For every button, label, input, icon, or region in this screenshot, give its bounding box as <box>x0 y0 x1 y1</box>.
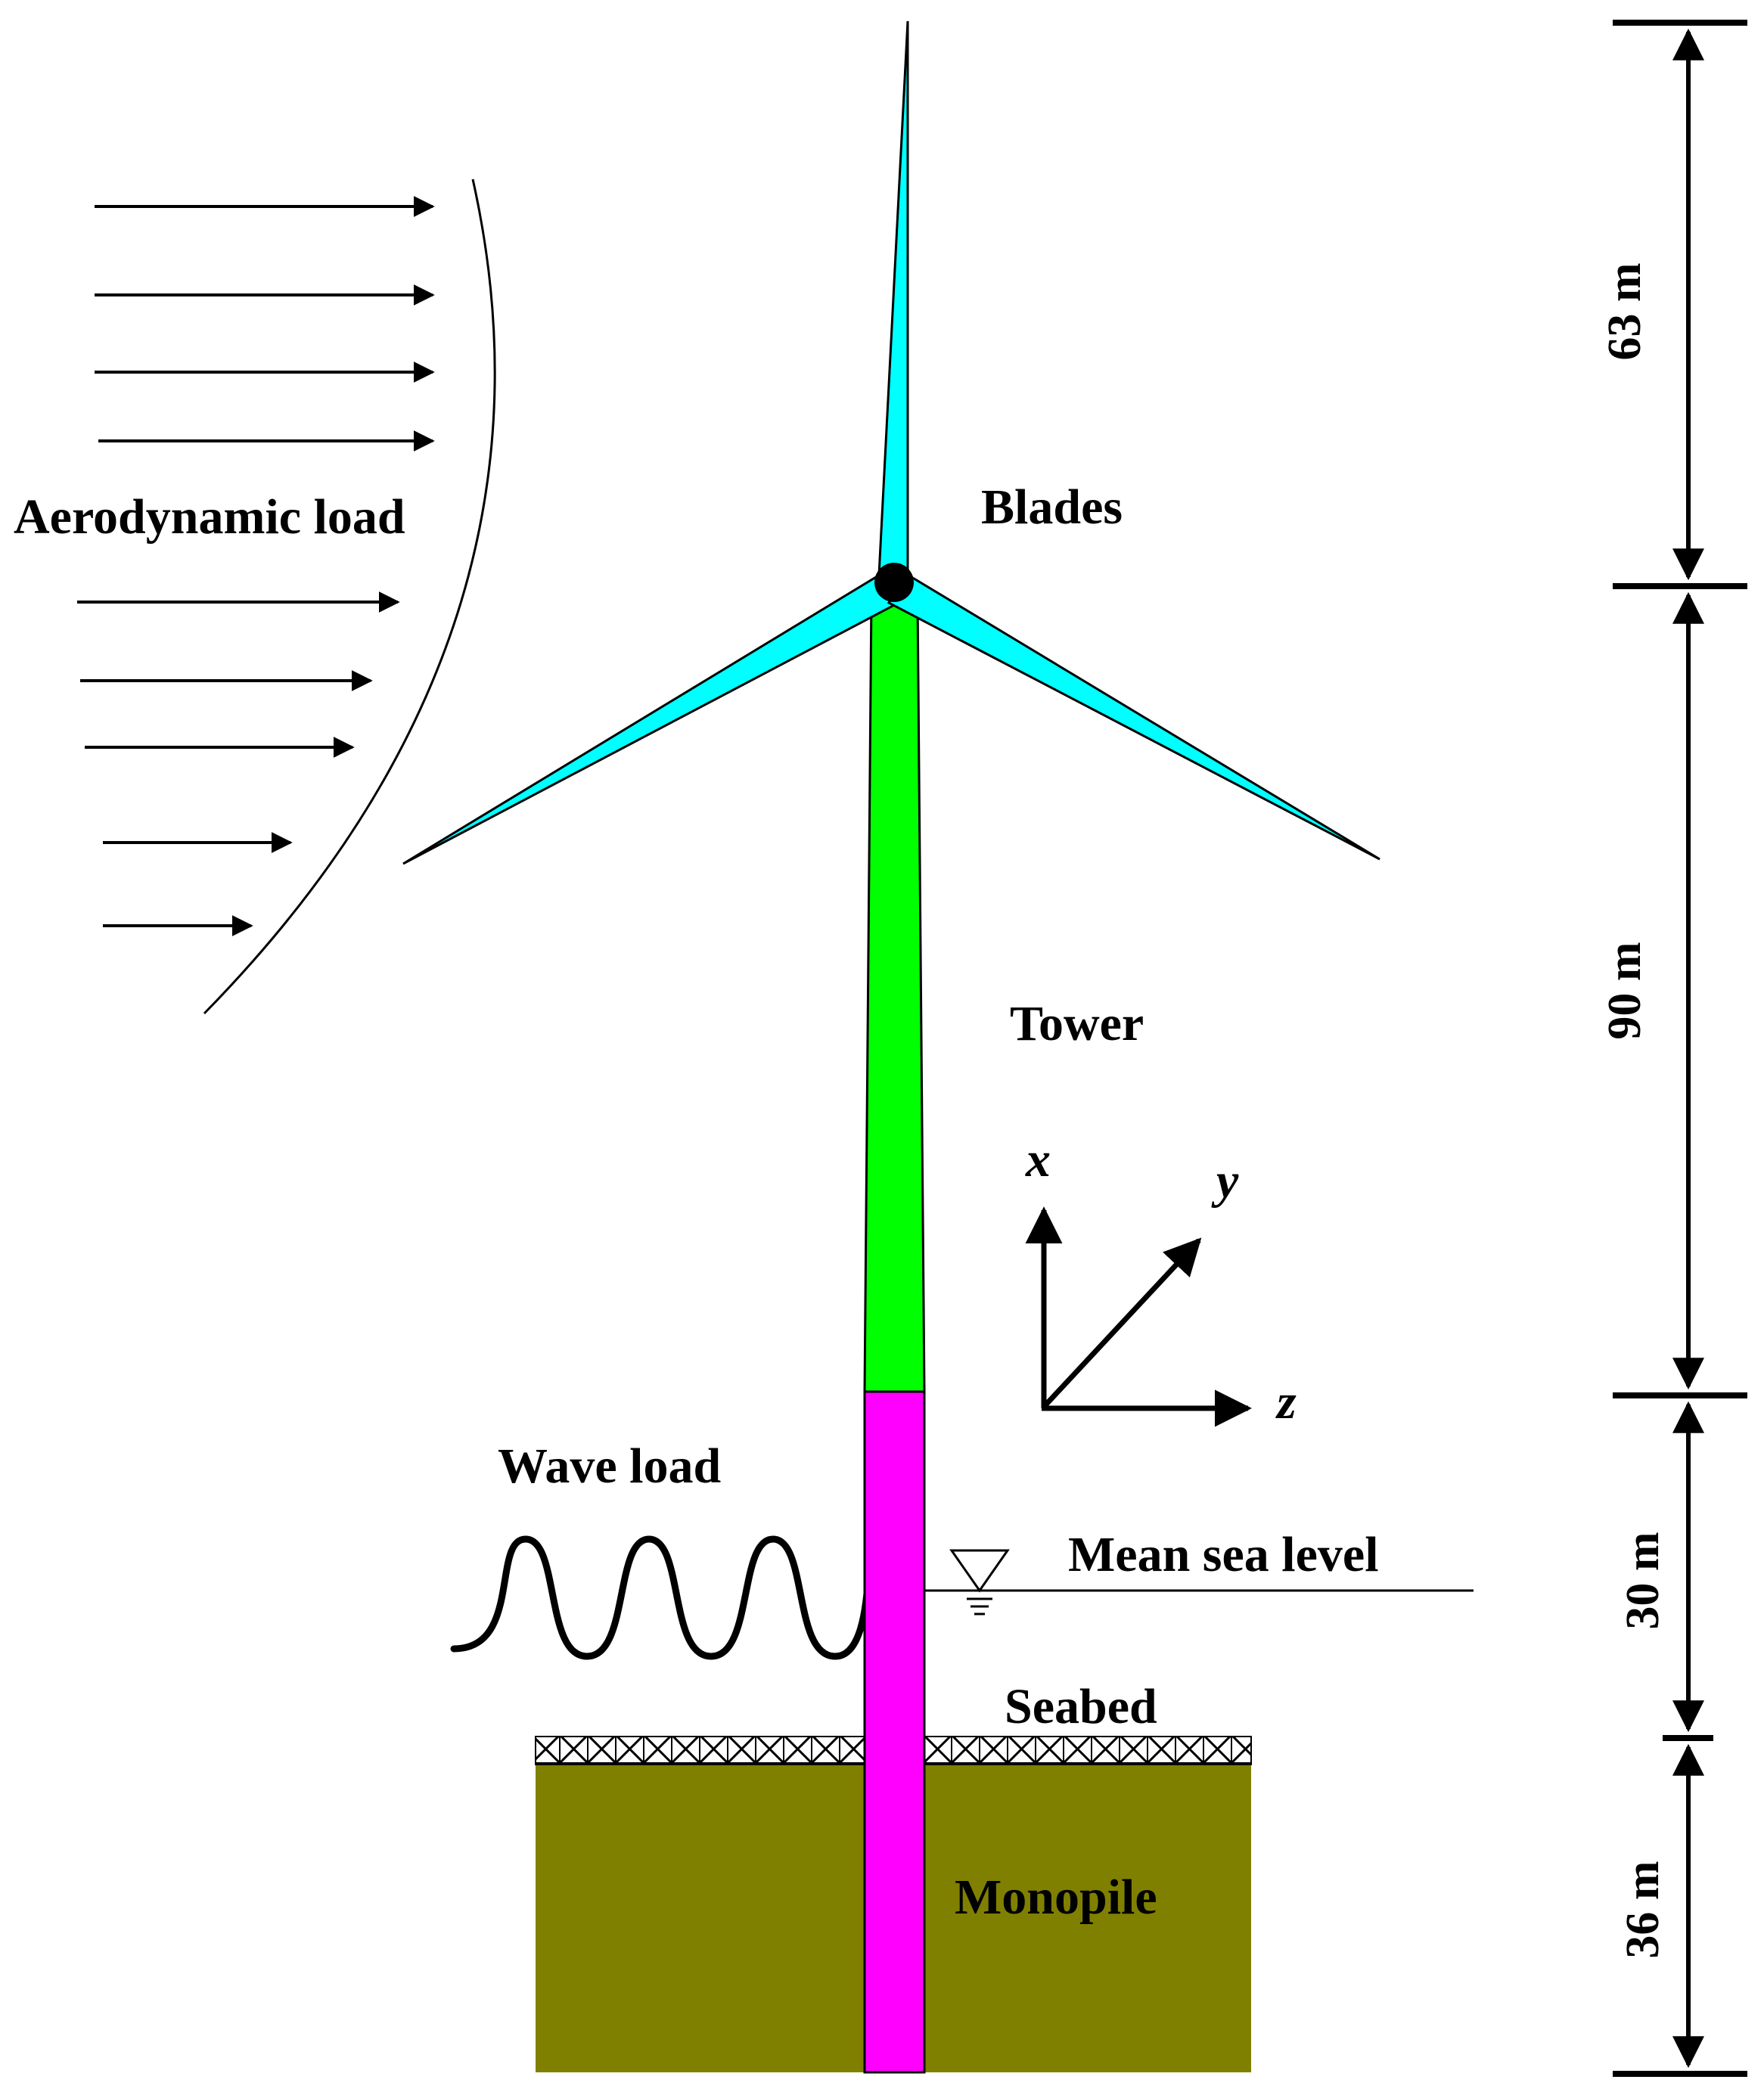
y-axis-label: y <box>1211 1153 1239 1209</box>
blades-label: Blades <box>981 480 1123 535</box>
x-axis-label: x <box>1025 1132 1051 1187</box>
blade <box>887 573 1380 861</box>
dimension-label-embedded: 36 m <box>1617 1861 1669 1958</box>
dimension-label-blade: 63 m <box>1599 262 1651 360</box>
dimension-label-tower: 90 m <box>1599 942 1651 1039</box>
blade <box>877 20 909 576</box>
dimension-line: 63 m 90 m 30 m 36 m <box>1599 20 1747 2077</box>
blades-group <box>402 20 1380 865</box>
dimension-label-water: 30 m <box>1617 1532 1669 1629</box>
water-level-symbol <box>949 1549 1010 1616</box>
mean-sea-level-label: Mean sea level <box>1068 1527 1379 1582</box>
seabed-label: Seabed <box>1005 1679 1157 1734</box>
coordinate-axes: x y z <box>1025 1132 1297 1429</box>
y-axis-arrow <box>1042 1237 1202 1409</box>
aerodynamic-load-group: Aerodynamic load <box>14 178 496 1015</box>
aerodynamic-load-label: Aerodynamic load <box>14 489 405 545</box>
monopile <box>863 1390 926 2074</box>
hub <box>874 563 914 602</box>
wave-load-label: Wave load <box>498 1439 721 1494</box>
z-axis-label: z <box>1275 1374 1297 1429</box>
monopile-label: Monopile <box>955 1870 1157 1925</box>
blade <box>402 573 901 865</box>
wave-curve <box>450 1535 872 1660</box>
tower <box>863 596 926 1393</box>
tower-label: Tower <box>1010 996 1144 1051</box>
wind-profile-curve <box>203 178 496 1015</box>
